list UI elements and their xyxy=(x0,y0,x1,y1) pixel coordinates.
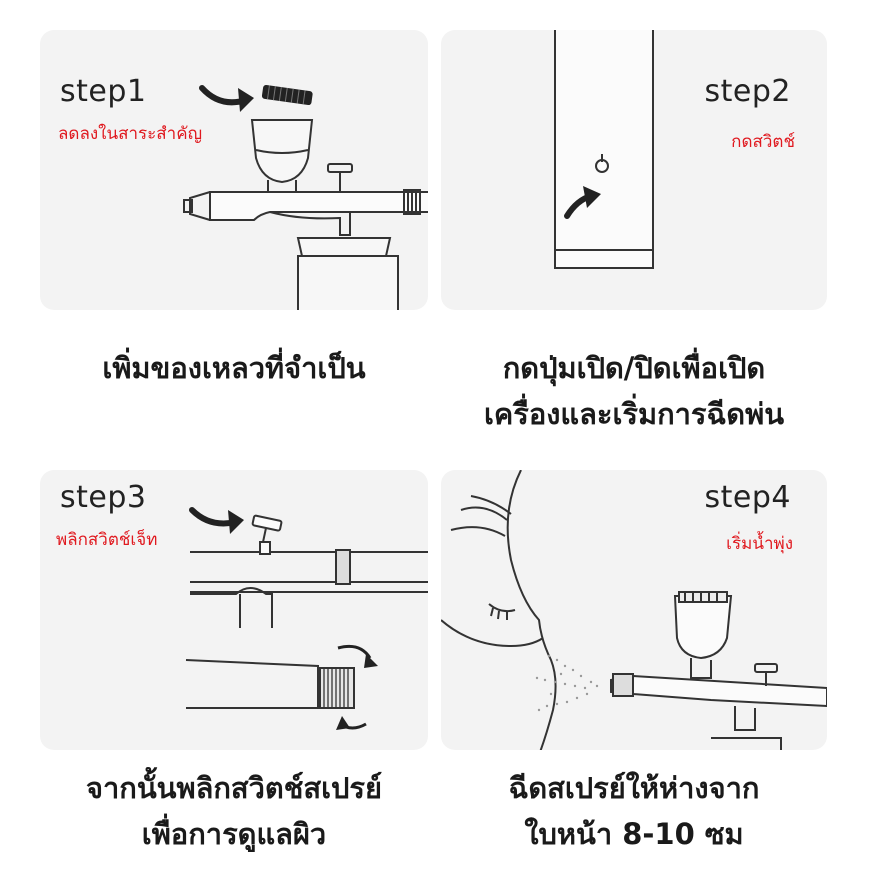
step3-caption: จากนั้นพลิกสวิตช์สเปรย์ เพื่อการดูแลผิว xyxy=(40,765,428,857)
step2-title: step2 xyxy=(704,74,791,109)
step4-panel: step4 เริ่มน้ำพุ่ง xyxy=(441,470,827,750)
step3-panel: step3 พลิกสวิตช์เจ็ท xyxy=(40,470,428,750)
step1-panel: step1 ลดลงในสาระสำคัญ xyxy=(40,30,428,310)
step3-caption-line: จากนั้นพลิกสวิตช์สเปรย์ xyxy=(85,771,383,805)
step3-caption-line: เพื่อการดูแลผิว xyxy=(141,817,327,851)
face-spray-illustration xyxy=(441,470,827,750)
step3-title: step3 xyxy=(60,480,147,515)
step1-caption-line: เพิ่มของเหลวที่จำเป็น xyxy=(102,351,366,385)
step2-caption-line: กดปุ่มเปิด/ปิดเพื่อเปิด xyxy=(502,351,766,385)
step2-panel: step2 กดสวิตช์ xyxy=(441,30,827,310)
jet-switch-illustration xyxy=(185,507,428,730)
step4-caption-line: ฉีดสเปรย์ให้ห่างจาก xyxy=(508,771,760,805)
step4-caption: ฉีดสเปรย์ให้ห่างจาก ใบหน้า 8-10 ซม xyxy=(441,765,827,857)
step3-subtitle: พลิกสวิตช์เจ็ท xyxy=(56,530,158,550)
step1-caption: เพิ่มของเหลวที่จำเป็น xyxy=(40,345,428,391)
step4-subtitle: เริ่มน้ำพุ่ง xyxy=(726,534,793,554)
step2-subtitle: กดสวิตช์ xyxy=(731,132,795,152)
step1-title: step1 xyxy=(60,74,147,109)
step4-caption-line: ใบหน้า 8-10 ซม xyxy=(524,817,744,851)
airbrush-fill-illustration xyxy=(183,84,428,310)
step2-caption: กดปุ่มเปิด/ปิดเพื่อเปิด เครื่องและเริ่มก… xyxy=(441,345,827,437)
step2-caption-line: เครื่องและเริ่มการฉีดพ่น xyxy=(483,397,785,431)
step4-title: step4 xyxy=(704,480,791,515)
step1-subtitle: ลดลงในสาระสำคัญ xyxy=(58,124,203,144)
device-switch-illustration xyxy=(554,30,654,269)
